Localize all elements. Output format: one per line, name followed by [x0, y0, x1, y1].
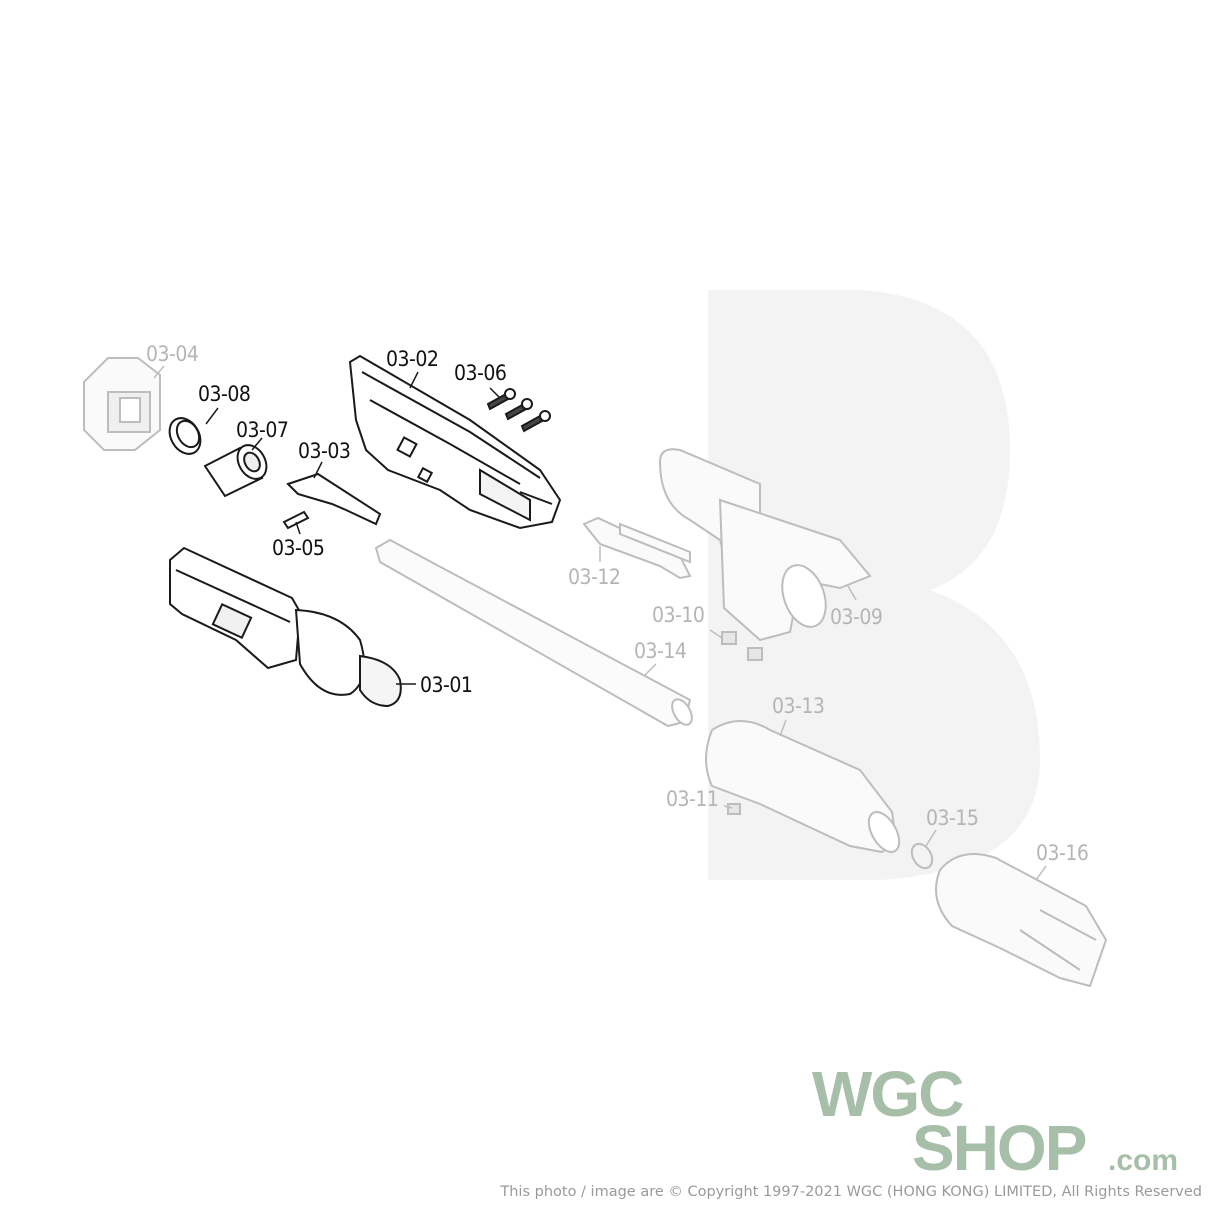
label-03-16: 03-16: [1036, 841, 1089, 865]
label-03-09: 03-09: [830, 605, 883, 629]
part-03-05-pin: [282, 510, 310, 530]
label-03-12: 03-12: [568, 565, 621, 589]
part-03-04-hopup-chamber: [83, 357, 161, 451]
label-03-02: 03-02: [386, 347, 439, 371]
part-03-10-set-screws: [721, 631, 763, 661]
logo-shop-text: SHOP: [912, 1112, 1087, 1184]
part-03-08-ring: [168, 417, 202, 455]
part-03-07-hopup-rubber: [203, 444, 268, 498]
label-03-10: 03-10: [652, 603, 705, 627]
label-03-13: 03-13: [772, 694, 825, 718]
logo-wgc-text: WGC: [812, 1058, 964, 1130]
label-03-11: 03-11: [666, 787, 719, 811]
part-03-02-upper-housing: [348, 354, 562, 530]
part-03-01-outer-barrel-base: [169, 546, 402, 708]
wgc-shop-logo: WGC SHOP .com: [812, 1062, 1204, 1180]
copyright-notice: This photo / image are © Copyright 1997-…: [500, 1184, 1202, 1200]
label-03-14: 03-14: [634, 639, 687, 663]
part-03-14-inner-barrel: [374, 538, 693, 728]
label-03-06: 03-06: [454, 361, 507, 385]
part-03-06-screws: [486, 388, 551, 433]
part-03-16-flash-hider: [935, 853, 1108, 988]
part-03-11-grub-screw: [727, 803, 741, 815]
label-03-15: 03-15: [926, 806, 979, 830]
label-03-01: 03-01: [420, 673, 473, 697]
part-03-09-gas-block: [658, 448, 872, 642]
label-03-07: 03-07: [236, 418, 289, 442]
label-03-03: 03-03: [298, 439, 351, 463]
label-03-08: 03-08: [198, 382, 251, 406]
part-03-15-o-ring: [910, 842, 934, 870]
leader-lines: [153, 365, 1047, 881]
part-03-13-barrel-extension: [705, 720, 901, 854]
label-03-05: 03-05: [272, 536, 325, 560]
watermark-emblem: [708, 290, 1040, 880]
part-03-03-lever: [286, 472, 382, 526]
part-03-12-rail-piece: [582, 516, 692, 580]
logo-com-text: .com: [1108, 1144, 1179, 1177]
label-03-04: 03-04: [146, 342, 199, 366]
